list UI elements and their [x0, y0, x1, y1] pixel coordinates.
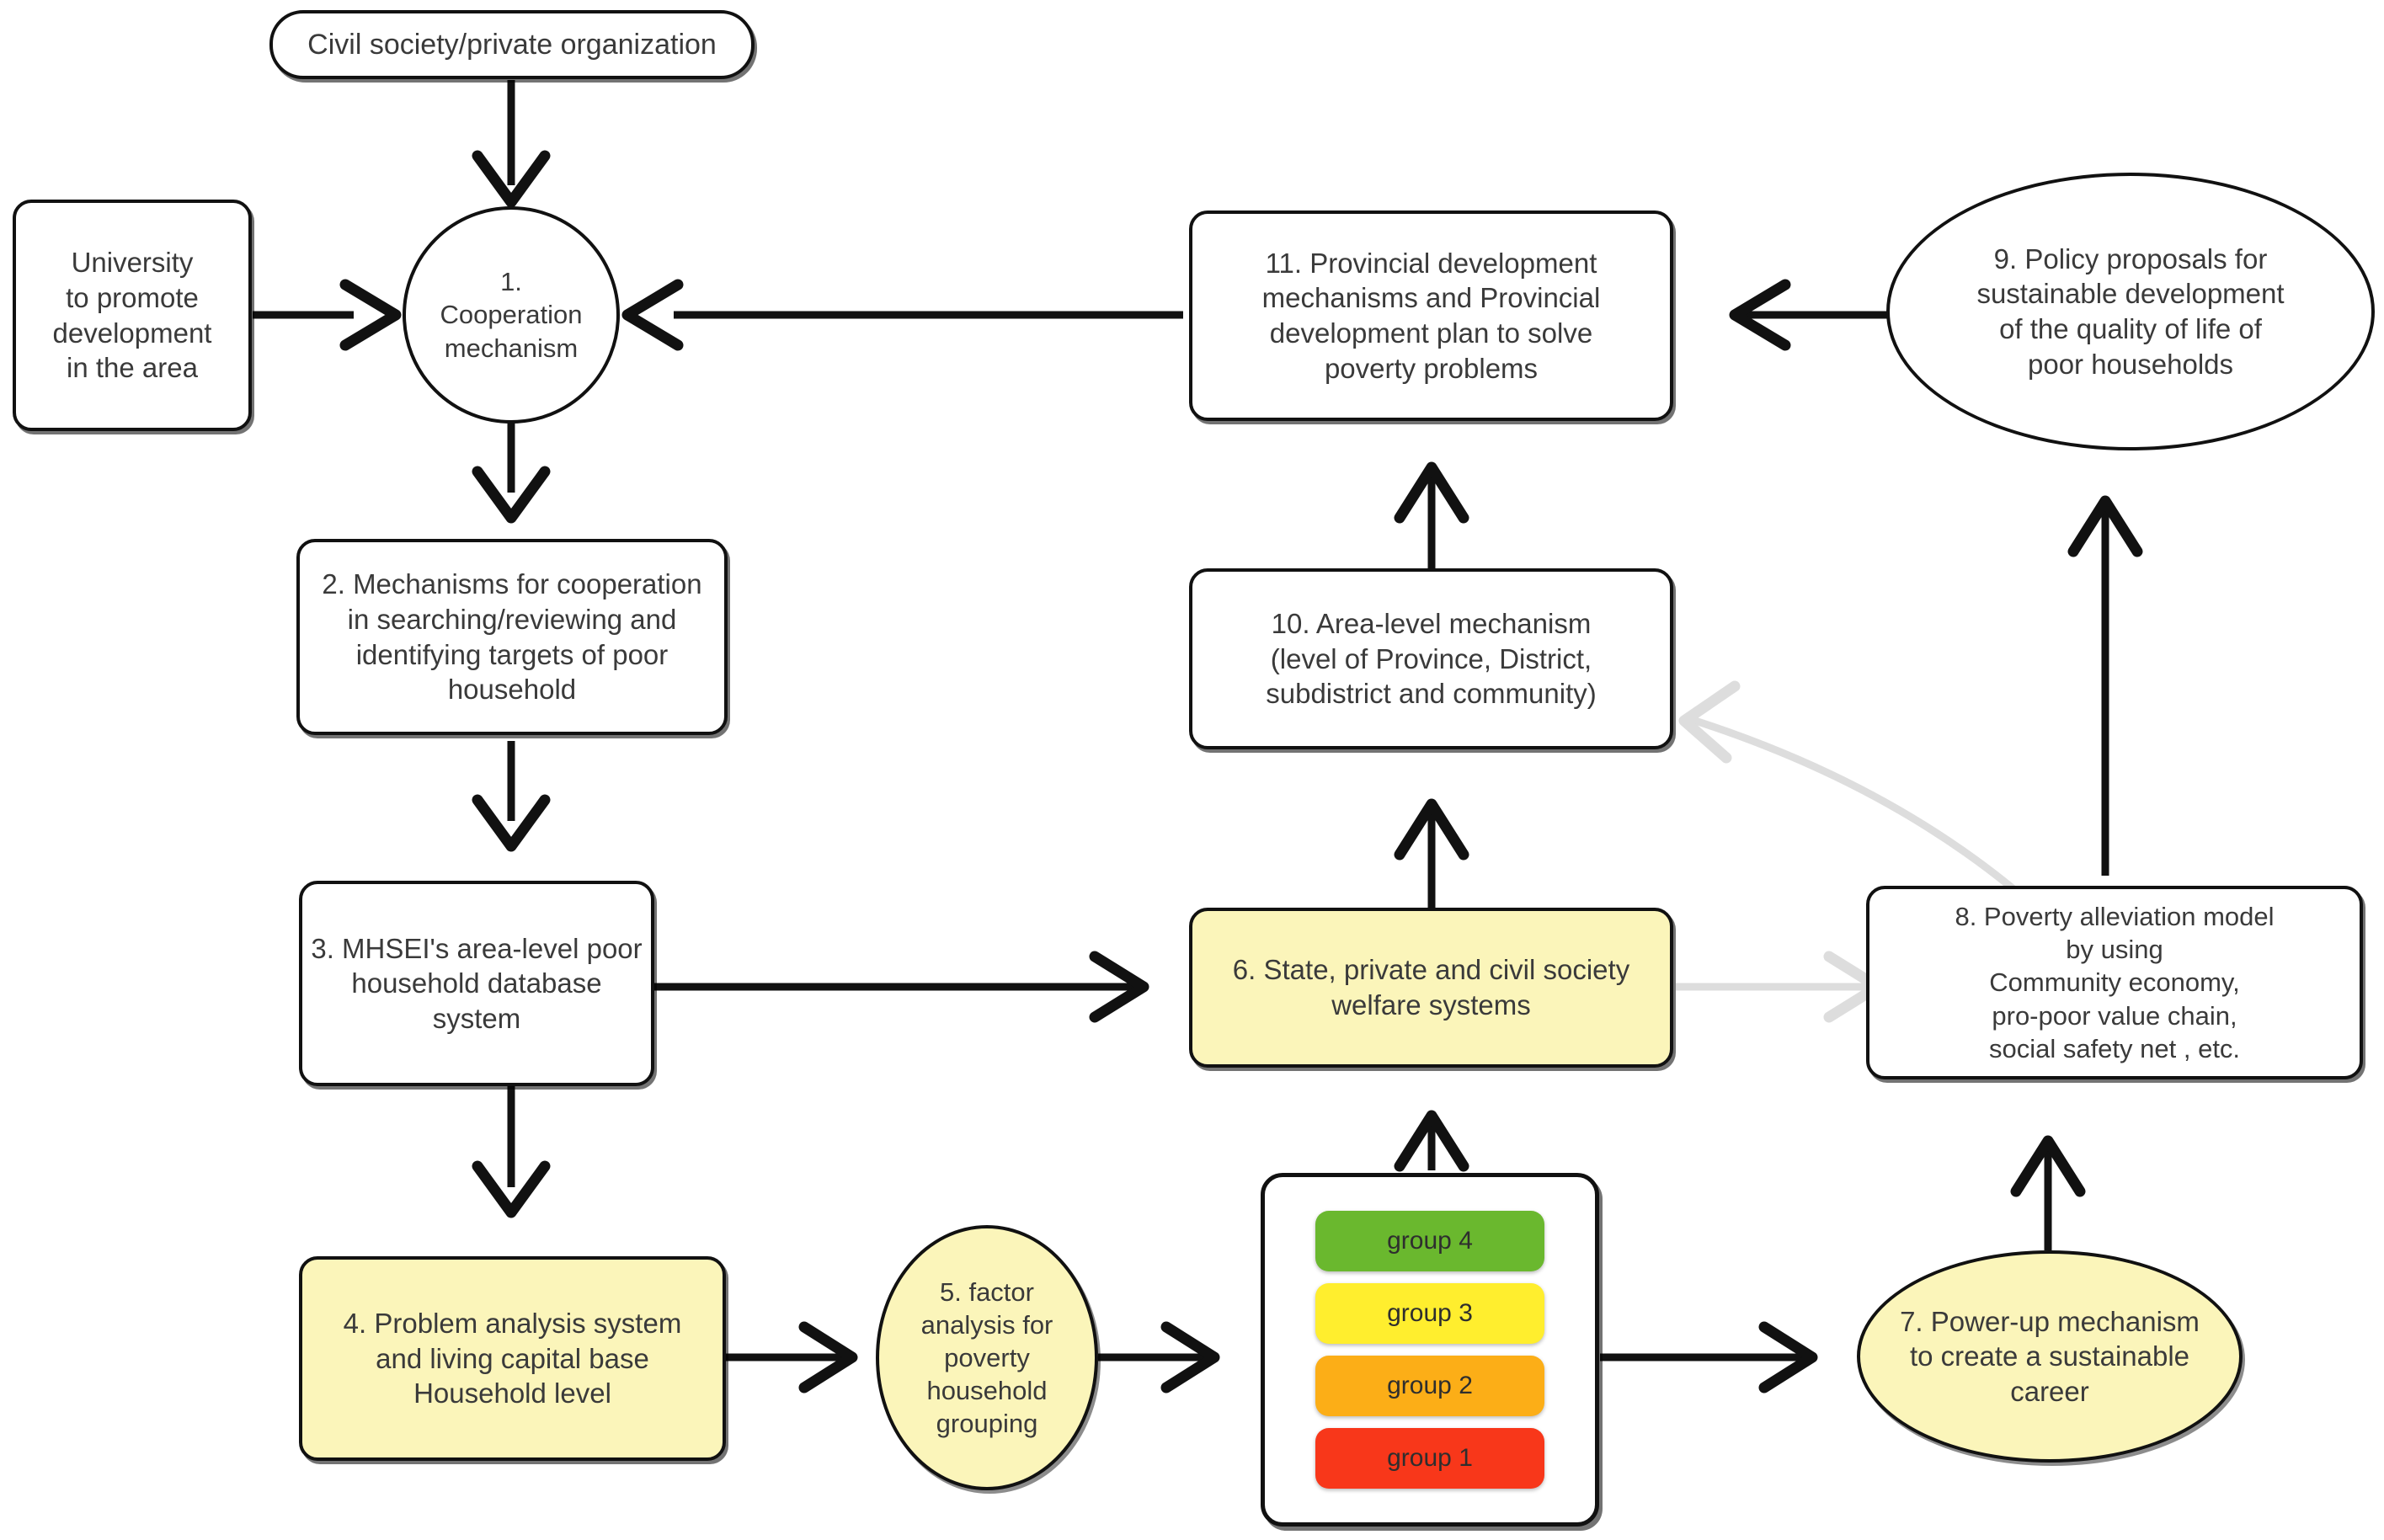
node-civil-society[interactable]: Civil society/private organization — [269, 10, 755, 79]
node-6-welfare-systems[interactable]: 6. State, private and civil society welf… — [1189, 908, 1673, 1068]
group-pill-3-label: group 3 — [1387, 1299, 1473, 1327]
node-11-provincial-development[interactable]: 11. Provincial development mechanisms an… — [1189, 210, 1673, 421]
node-3-mhsei-database[interactable]: 3. MHSEI's area-level poor household dat… — [299, 881, 654, 1086]
node-5-label: 5. factor analysis for poverty household… — [920, 1276, 1053, 1439]
arrowhead-into-10-bottom — [1394, 798, 1469, 861]
node-6-label: 6. State, private and civil society welf… — [1232, 954, 1630, 1020]
node-university-label: University to promote development in the… — [52, 247, 212, 384]
arrowhead-into-11-right — [1729, 279, 1791, 351]
node-11-label: 11. Provincial development mechanisms an… — [1261, 247, 1601, 384]
group-pill-3[interactable]: group 3 — [1315, 1283, 1544, 1344]
node-7-power-up-mechanism[interactable]: 7. Power-up mechanism to create a sustai… — [1857, 1250, 2243, 1463]
arrowhead-into-1-left — [339, 279, 402, 351]
node-2-label: 2. Mechanisms for cooperation in searchi… — [322, 568, 702, 706]
node-7-label: 7. Power-up mechanism to create a sustai… — [1900, 1305, 2200, 1407]
arrowhead-into-8-bottom — [2010, 1135, 2086, 1197]
arrowhead-into-3 — [472, 794, 551, 852]
node-civil-society-label: Civil society/private organization — [307, 28, 717, 61]
group-pill-2-label: group 2 — [1387, 1372, 1473, 1399]
node-university[interactable]: University to promote development in the… — [13, 200, 252, 431]
node-3-label: 3. MHSEI's area-level poor household dat… — [311, 932, 643, 1034]
group-pill-1[interactable]: group 1 — [1315, 1428, 1544, 1489]
arrowhead-into-6-bottom — [1394, 1110, 1469, 1172]
node-2-cooperation-mechanisms[interactable]: 2. Mechanisms for cooperation in searchi… — [296, 539, 728, 735]
node-9-policy-proposals[interactable]: 9. Policy proposals for sustainable deve… — [1886, 173, 2375, 450]
arrowhead-into-6-left — [1089, 951, 1149, 1023]
group-pill-4-label: group 4 — [1387, 1227, 1473, 1255]
arrowhead-into-5 — [798, 1321, 858, 1393]
group-pill-1-label: group 1 — [1387, 1444, 1473, 1472]
arrowhead-into-9-bottom — [2067, 495, 2143, 557]
arrowhead-into-1-right — [621, 279, 684, 351]
node-4-label: 4. Problem analysis system and living ca… — [343, 1308, 682, 1409]
arrowhead-into-2 — [472, 466, 551, 524]
arrowhead-into-7 — [1758, 1321, 1818, 1393]
group-pill-4[interactable]: group 4 — [1315, 1211, 1544, 1271]
node-5-factor-analysis[interactable]: 5. factor analysis for poverty household… — [876, 1225, 1098, 1490]
node-9-label: 9. Policy proposals for sustainable deve… — [1976, 242, 2285, 380]
arrowhead-into-1-top — [472, 150, 551, 208]
group-pill-2[interactable]: group 2 — [1315, 1356, 1544, 1416]
node-10-label: 10. Area-level mechanism (level of Provi… — [1266, 608, 1597, 710]
arrowhead-into-10-faded — [1678, 680, 1741, 764]
arrowhead-into-groupbox — [1160, 1321, 1220, 1393]
node-8-poverty-alleviation-model[interactable]: 8. Poverty alleviation model by using Co… — [1866, 886, 2363, 1079]
group-box-container[interactable]: group 4 group 3 group 2 group 1 — [1261, 1173, 1599, 1527]
node-1-cooperation-mechanism[interactable]: 1. Cooperation mechanism — [403, 206, 620, 424]
edge-8-to-10-faded-curve — [1691, 716, 2015, 892]
node-4-problem-analysis[interactable]: 4. Problem analysis system and living ca… — [299, 1256, 726, 1461]
node-1-label: 1. Cooperation mechanism — [440, 267, 583, 363]
node-10-area-level-mechanism[interactable]: 10. Area-level mechanism (level of Provi… — [1189, 568, 1673, 749]
arrowhead-into-11-bottom — [1394, 461, 1469, 524]
arrowhead-into-4 — [472, 1160, 551, 1218]
node-8-label: 8. Poverty alleviation model by using Co… — [1955, 902, 2275, 1063]
